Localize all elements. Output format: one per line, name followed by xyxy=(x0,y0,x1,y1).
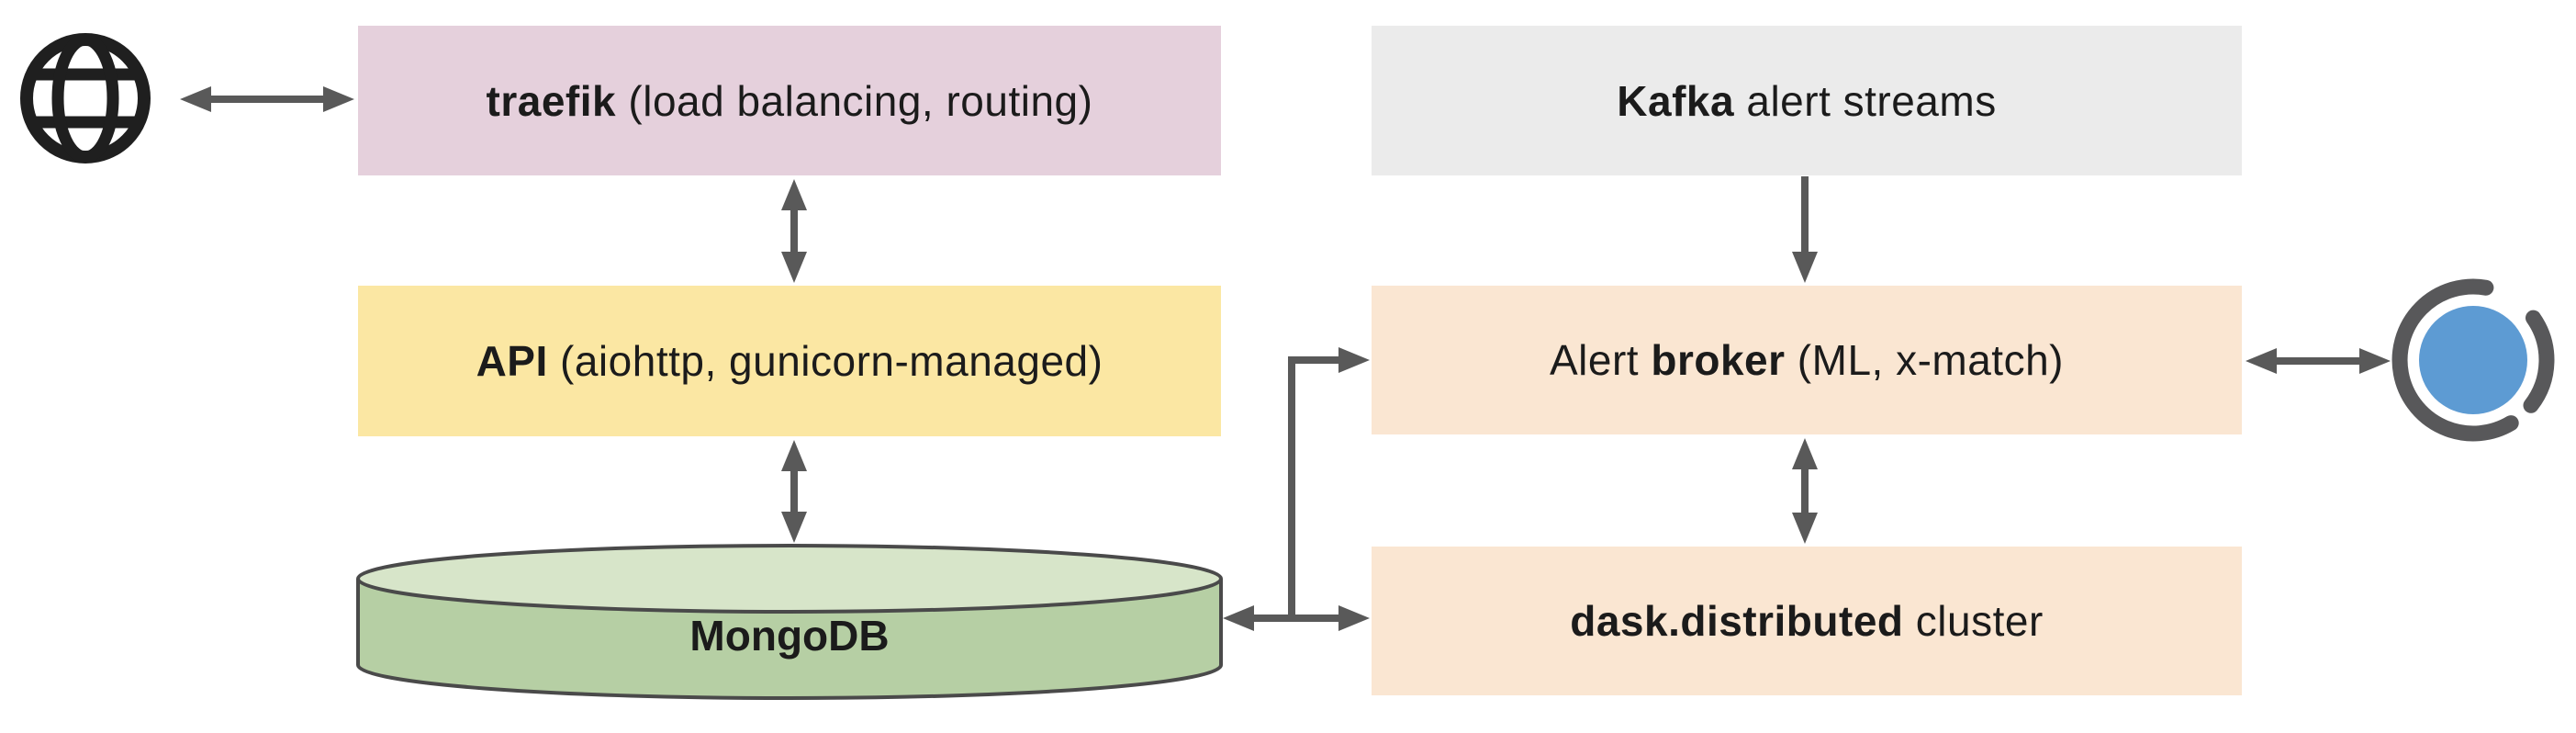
arrow-traefik-api xyxy=(781,179,807,283)
node-broker-rest: (ML, x-match) xyxy=(1785,336,2064,384)
node-dask-cluster: dask.distributed cluster xyxy=(1372,547,2242,695)
node-dask-bold: dask.distributed xyxy=(1570,597,1904,645)
node-broker-pre: Alert xyxy=(1549,336,1652,384)
node-traefik-bold: traefik xyxy=(486,76,617,125)
arrow-kafka-broker xyxy=(1792,176,1818,283)
node-kafka-rest: alert streams xyxy=(1734,76,1997,125)
globe-icon xyxy=(20,33,151,164)
node-kafka: Kafka alert streams xyxy=(1372,26,2242,175)
node-traefik: traefik (load balancing, routing) xyxy=(358,26,1221,175)
node-api-rest: (aiohttp, gunicorn-managed) xyxy=(547,337,1103,385)
arrow-broker-dask xyxy=(1792,438,1818,544)
swirl-circle-logo-icon xyxy=(2391,278,2555,442)
arrow-mongodb-dask-broker xyxy=(1223,347,1370,631)
arrow-broker-logo xyxy=(2246,348,2391,374)
node-mongodb-text: MongoDB xyxy=(689,612,890,660)
node-kafka-bold: Kafka xyxy=(1617,76,1735,125)
node-api-bold: API xyxy=(476,337,548,385)
node-alert-broker: Alert broker (ML, x-match) xyxy=(1372,286,2242,434)
arrow-globe-traefik xyxy=(180,86,354,112)
node-broker-bold: broker xyxy=(1651,336,1786,384)
node-api: API (aiohttp, gunicorn-managed) xyxy=(358,286,1221,436)
node-dask-rest: cluster xyxy=(1903,597,2044,645)
node-mongodb-label: MongoDB xyxy=(358,606,1221,665)
arrow-api-mongodb xyxy=(781,440,807,543)
node-traefik-rest: (load balancing, routing) xyxy=(616,76,1093,125)
